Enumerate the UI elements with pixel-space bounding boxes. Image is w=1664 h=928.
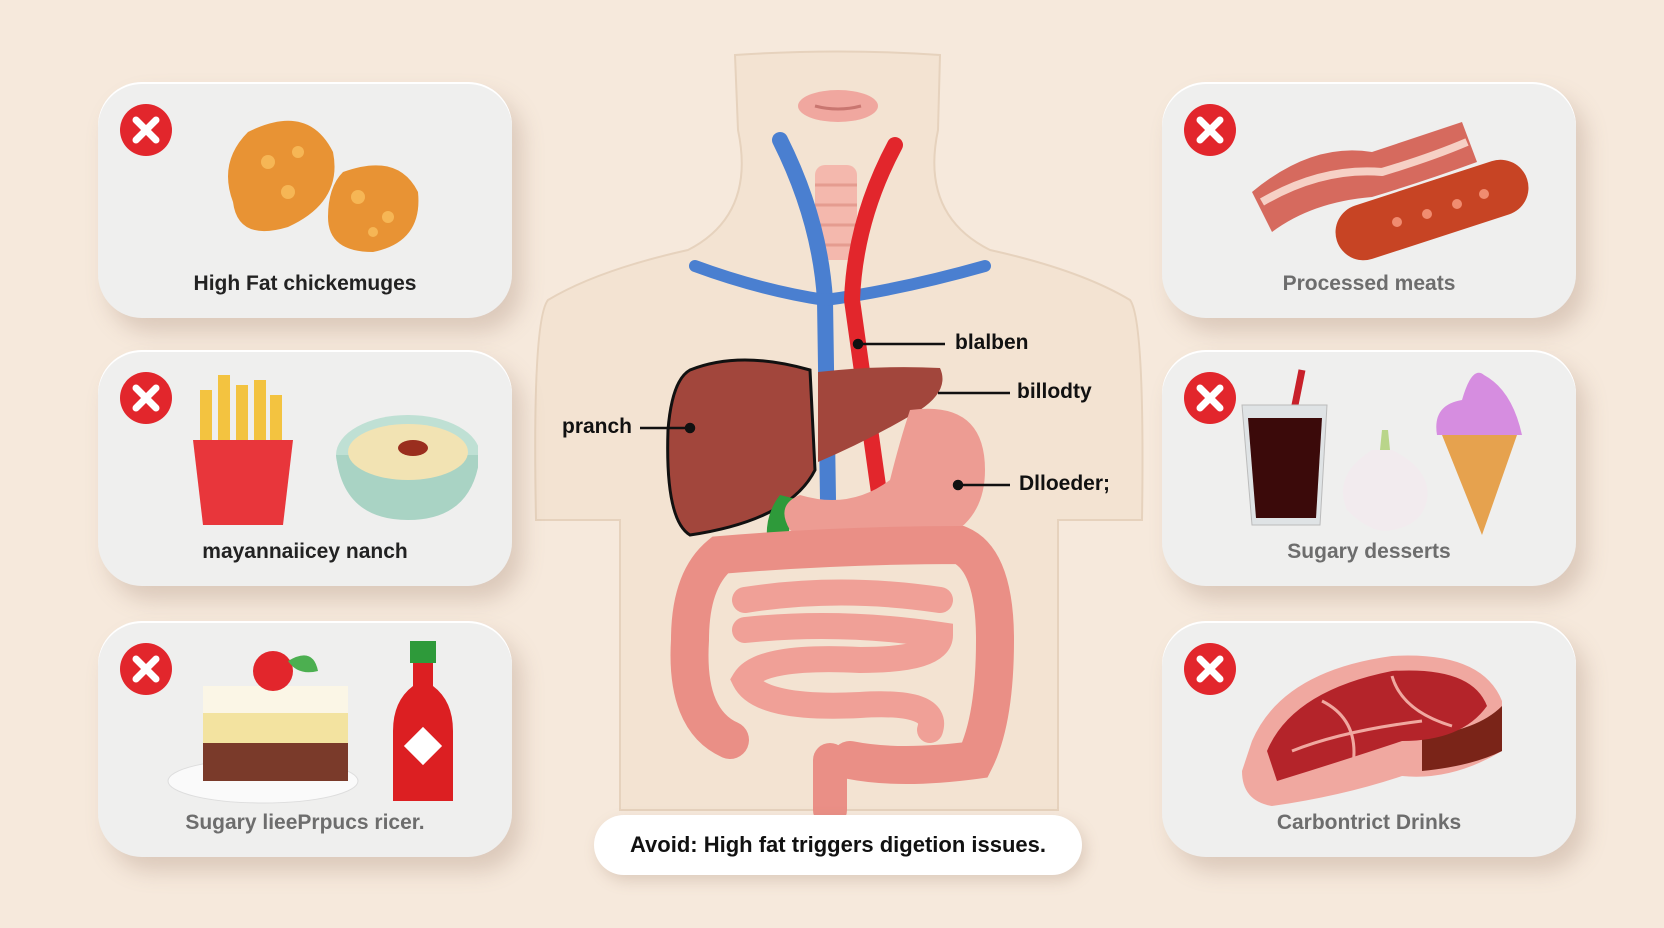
avoid-x-icon [120,643,172,695]
fries-mayo-icon [193,375,478,525]
artery [843,137,903,508]
large-intestine [670,525,1015,784]
soda-garlic-icecream-icon [1241,369,1522,535]
organ-label-left: pranch [562,415,633,438]
vein [772,132,836,508]
avoid-card-steak: Carbontrict Drinks [1162,621,1576,857]
organ-label-lower-right: Dlloeder; [1019,472,1111,495]
fried-chicken-icon [228,120,419,252]
card-label: mayannaiicey nanch [202,540,408,563]
avoid-card-sugary-desserts: Sugary desserts [1162,350,1576,586]
card-label: Carbontrict Drinks [1276,811,1462,834]
card-label: Sugary lieePrpucs ricer. [185,811,425,834]
organ-label-mid-right: billodty [1017,380,1092,403]
subclavian-vein [689,260,991,307]
organ-label-top-right: blalben [955,331,1029,354]
cake-hot-sauce-icon [167,641,453,804]
steak-icon [1242,655,1502,806]
card-label: Processed meats [1282,272,1456,295]
avoid-card-cake-sauce: Sugary lieePrpucs ricer. [98,621,512,857]
avoid-card-processed-meats: Processed meats [1162,82,1576,318]
avoid-x-icon [1184,643,1236,695]
avoid-x-icon [120,372,172,424]
avoid-card-chicken: High Fat chickemuges [98,82,512,318]
trachea [815,165,857,260]
liver-right-lobe [818,367,943,462]
card-label: Sugary desserts [1287,540,1451,563]
stomach [784,408,985,553]
caption-banner: Avoid: High fat triggers digetion issues… [594,815,1082,875]
bacon-sausage-icon [1252,122,1529,261]
avoid-x-icon [1184,104,1236,156]
card-label: High Fat chickemuges [193,272,417,295]
avoid-x-icon [120,104,172,156]
avoid-card-fries-mayo: mayannaiicey nanch [98,350,512,586]
liver [666,358,817,537]
avoid-x-icon [1184,372,1236,424]
small-intestine [730,579,954,743]
mouth [798,90,878,122]
